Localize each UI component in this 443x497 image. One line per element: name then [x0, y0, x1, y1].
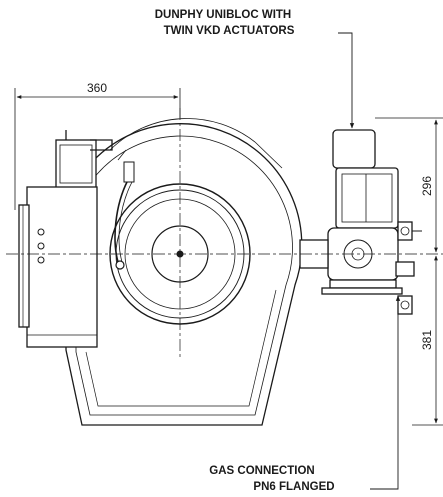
dimension-label-296: 296: [420, 176, 434, 196]
indicator-lights: [37, 228, 45, 264]
gas-callout-line1: GAS CONNECTION: [209, 465, 314, 477]
dimension-label-381: 381: [420, 330, 434, 350]
valve-train: [299, 129, 422, 315]
dimension-360: [14, 88, 181, 210]
dimension-right: [375, 117, 443, 426]
dimension-label-360: 360: [87, 81, 107, 95]
ignition-cable: [114, 161, 135, 270]
burner-housing: [65, 123, 303, 426]
gas-leader: [370, 295, 401, 490]
gas-callout-line2: PN6 FLANGED: [253, 481, 334, 493]
actuator-callout-line1: DUNPHY UNIBLOC WITH: [155, 9, 292, 21]
actuator-leader: [338, 32, 355, 129]
centre-lines: [6, 108, 443, 360]
fan-housing-details: [109, 118, 283, 169]
actuator-callout-line2: TWIN VKD ACTUATORS: [164, 25, 295, 37]
control-panel: [18, 139, 113, 348]
